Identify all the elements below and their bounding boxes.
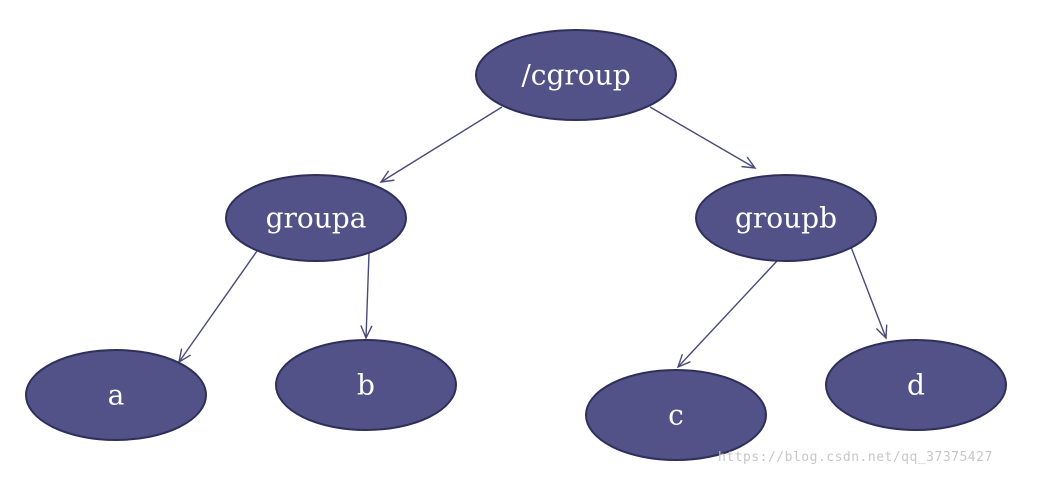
node-label: groupb bbox=[735, 202, 837, 235]
node-c: c bbox=[585, 369, 767, 461]
node-label: d bbox=[907, 369, 925, 402]
arrowhead-icon bbox=[360, 325, 373, 340]
node-ellipse bbox=[225, 174, 407, 262]
edge-root-groupa bbox=[379, 106, 503, 183]
edge-line bbox=[380, 106, 503, 183]
node-ellipse bbox=[475, 29, 677, 121]
node-ellipse bbox=[825, 339, 1007, 431]
edge-line bbox=[850, 246, 887, 339]
node-a: a bbox=[25, 349, 207, 441]
node-ellipse bbox=[25, 349, 207, 441]
edge-groupa-b bbox=[360, 252, 373, 340]
edge-line bbox=[178, 250, 258, 363]
edge-groupb-c bbox=[676, 260, 778, 369]
node-groupa: groupa bbox=[225, 174, 407, 262]
node-label: /cgroup bbox=[521, 59, 630, 92]
node-groupb: groupb bbox=[695, 174, 877, 262]
node-label: b bbox=[357, 369, 375, 402]
node-label: a bbox=[108, 379, 125, 412]
edge-groupb-d bbox=[850, 246, 888, 340]
edge-groupa-a bbox=[178, 250, 258, 364]
node-label: c bbox=[668, 399, 684, 432]
arrowhead-icon bbox=[741, 156, 757, 169]
node-ellipse bbox=[585, 369, 767, 461]
edge-line bbox=[677, 260, 778, 368]
nodes-layer: /cgroup groupa groupb a b c d bbox=[25, 29, 1007, 461]
node-b: b bbox=[275, 339, 457, 431]
arrowhead-icon bbox=[379, 170, 395, 183]
node-root: /cgroup bbox=[475, 29, 677, 121]
node-d: d bbox=[825, 339, 1007, 431]
edges-layer bbox=[178, 106, 888, 369]
node-ellipse bbox=[275, 339, 457, 431]
edge-line bbox=[365, 252, 370, 339]
watermark-text: https://blog.csdn.net/qq_37375427 bbox=[718, 450, 993, 465]
arrowhead-icon bbox=[876, 324, 888, 340]
node-ellipse bbox=[695, 174, 877, 262]
edge-root-groupb bbox=[649, 106, 757, 169]
edge-line bbox=[649, 106, 756, 169]
arrowhead-icon bbox=[676, 354, 691, 369]
node-label: groupa bbox=[266, 202, 367, 235]
